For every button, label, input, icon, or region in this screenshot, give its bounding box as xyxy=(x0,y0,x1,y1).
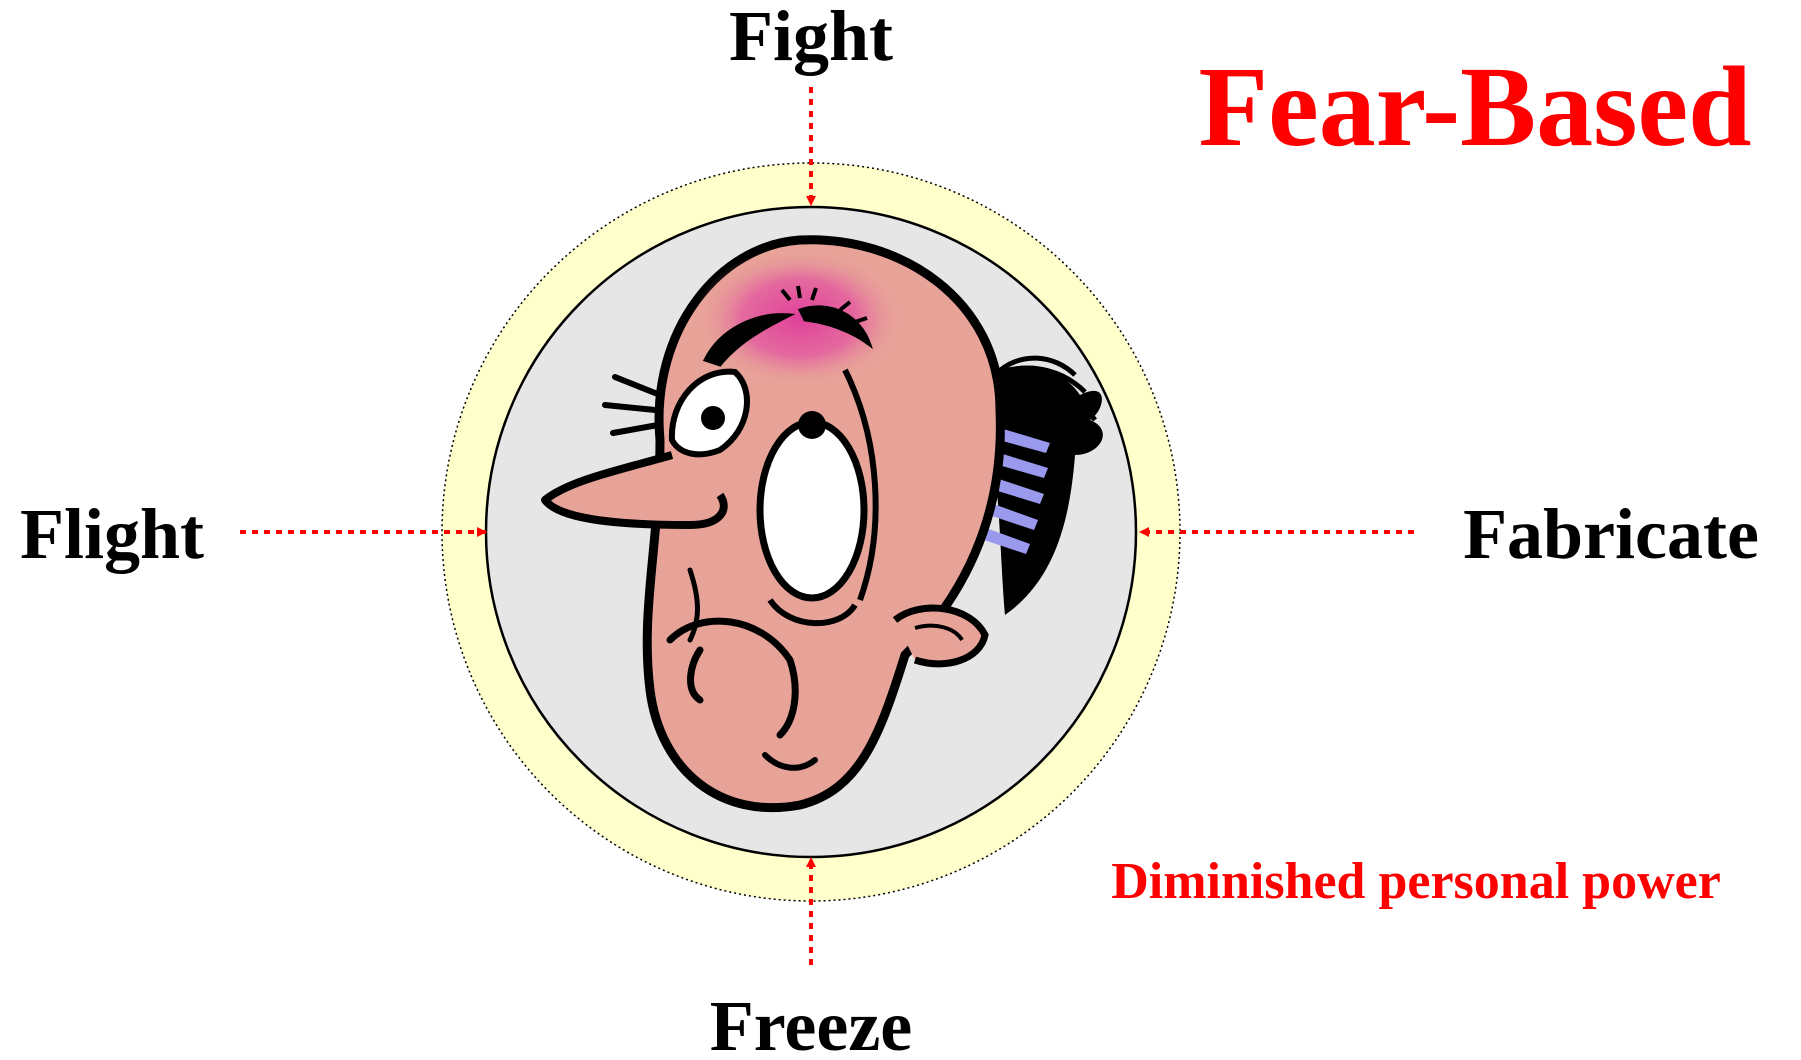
right-pupil xyxy=(798,411,826,439)
label-freeze: Freeze xyxy=(710,986,912,1060)
right-eye xyxy=(760,422,864,598)
blush xyxy=(695,248,905,388)
label-fight: Fight xyxy=(729,0,893,76)
left-pupil xyxy=(701,406,725,430)
label-flight: Flight xyxy=(20,494,204,574)
label-fabricate: Fabricate xyxy=(1463,494,1759,574)
diagram-title: Fear-Based xyxy=(1199,43,1752,170)
caption-diminished-power: Diminished personal power xyxy=(1111,853,1721,910)
